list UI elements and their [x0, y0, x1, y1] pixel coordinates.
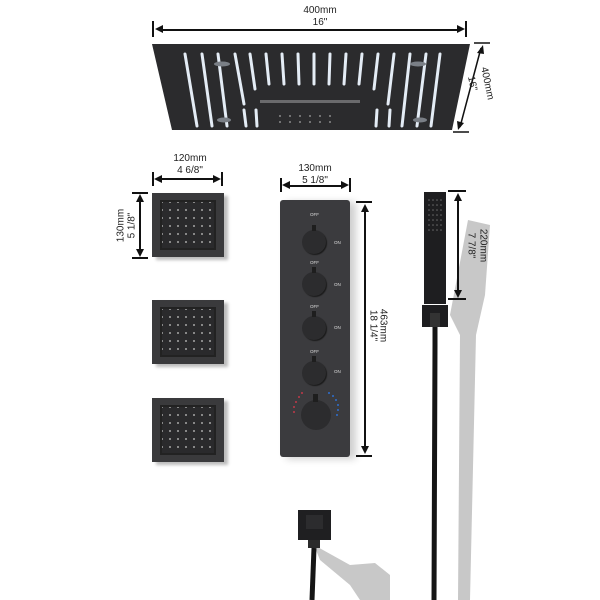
body-spray-1	[152, 193, 224, 257]
dimension-tick	[465, 21, 467, 37]
body-spray-width-mm: 120mm	[173, 153, 207, 164]
arrow-right-icon	[341, 181, 349, 189]
dimension-line	[160, 29, 458, 31]
wall-outlet-graphic	[298, 510, 390, 600]
body-spray-height-mm: 130mm	[115, 208, 127, 243]
diagonal-dimension-line	[453, 42, 490, 133]
arrow-up-icon	[361, 204, 369, 212]
knob-icon	[302, 356, 326, 385]
body-spray-width-inch: 4 6/8"	[177, 165, 203, 176]
valve-height-inch: 18 1/4"	[367, 309, 379, 342]
arrow-left-icon	[154, 175, 162, 183]
hand-shower-length-mm: 220mm	[477, 228, 489, 263]
spray-nozzle-grid	[160, 307, 216, 357]
knob-icon	[302, 225, 326, 254]
spray-nozzle-grid	[160, 405, 216, 455]
off-label: OFF	[310, 212, 319, 217]
dimension-tick	[356, 201, 372, 203]
spray-nozzle-grid	[160, 200, 216, 250]
dimension-line	[139, 198, 141, 252]
dimension-tick	[132, 257, 148, 259]
valve-width-mm: 130mm	[298, 163, 332, 174]
thermostatic-knob	[301, 394, 331, 430]
knob-icon	[302, 311, 326, 340]
dimension-tick	[152, 21, 154, 37]
arrow-up-icon	[136, 194, 144, 202]
rain-shower-panel	[152, 44, 470, 130]
dimension-line	[364, 208, 366, 448]
dimension-tick	[448, 298, 466, 300]
arrow-left-icon	[282, 181, 290, 189]
dimension-tick	[356, 455, 372, 457]
valve-width-inch: 5 1/8"	[302, 175, 328, 186]
shower-valve-panel: OFF ON OFF ON OFF ON OFF ON	[280, 200, 350, 457]
rain-panel-graphic	[152, 44, 470, 130]
dimension-tick	[448, 190, 466, 192]
on-label: ON	[334, 369, 341, 374]
dimension-tick	[221, 172, 223, 186]
arrow-left-icon	[155, 25, 163, 33]
dimension-tick	[280, 178, 282, 192]
dimension-line	[158, 178, 216, 180]
body-spray-3	[152, 398, 224, 462]
rain-panel-width-mm: 400mm	[303, 5, 337, 16]
dimension-tick	[132, 192, 148, 194]
hand-shower-length-inch: 7 7/8"	[465, 232, 477, 259]
dimension-line	[286, 185, 344, 187]
knob-icon	[302, 267, 326, 296]
arrow-right-icon	[213, 175, 221, 183]
arrow-up-icon	[454, 193, 462, 201]
hand-shower-graphic	[422, 192, 490, 600]
off-label: OFF	[310, 304, 319, 309]
body-spray-2	[152, 300, 224, 364]
dimension-line	[457, 197, 459, 291]
on-label: ON	[334, 282, 341, 287]
body-spray-height-inch: 5 1/8"	[126, 212, 138, 239]
off-label: OFF	[310, 260, 319, 265]
valve-height-mm: 463mm	[377, 308, 389, 343]
arrow-right-icon	[457, 25, 465, 33]
arrow-down-icon	[361, 446, 369, 454]
dimension-tick	[349, 178, 351, 192]
rain-panel-width-inch: 16"	[312, 17, 328, 28]
on-label: ON	[334, 325, 341, 330]
dimension-tick	[152, 172, 154, 186]
arrow-down-icon	[136, 249, 144, 257]
off-label: OFF	[310, 349, 319, 354]
arrow-down-icon	[454, 290, 462, 298]
on-label: ON	[334, 240, 341, 245]
